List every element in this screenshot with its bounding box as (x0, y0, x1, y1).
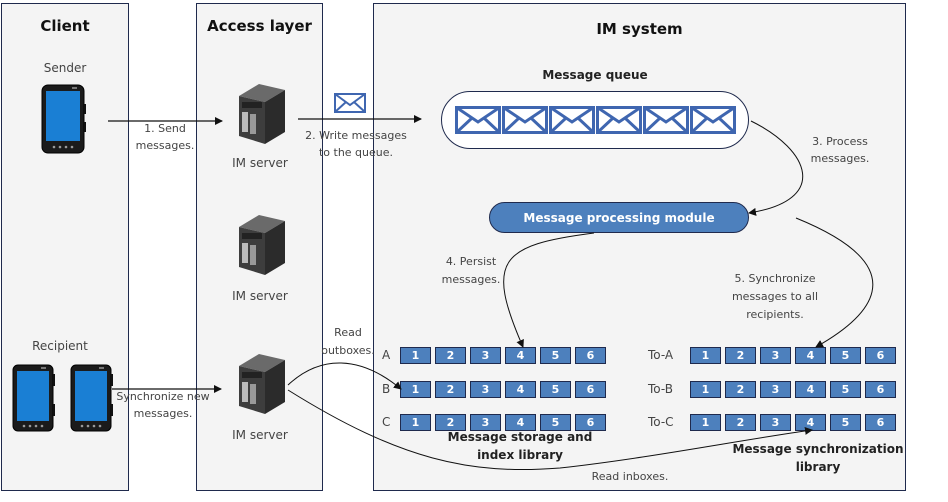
storage-message-cell: 2 (435, 381, 466, 398)
step-3-label-line2: messages. (810, 152, 870, 165)
step-5-label-line2: messages to all (731, 290, 819, 303)
sync-message-cell: 2 (725, 381, 756, 398)
sync-message-cell: 6 (865, 347, 896, 364)
sync-message-cell: 3 (760, 414, 791, 431)
storage-message-cell: 6 (575, 347, 606, 364)
storage-message-cell: 4 (505, 381, 536, 398)
queued-message-envelope-icon (642, 106, 689, 134)
recipient-phone-icon-1 (12, 364, 56, 436)
sync-message-cell: 2 (725, 347, 756, 364)
sync-new-label-line1: Synchronize new (116, 390, 210, 403)
queued-message-envelope-icon (689, 106, 736, 134)
sync-message-cell: 6 (865, 381, 896, 398)
step-3-label-line1: 3. Process (812, 135, 868, 148)
sync-message-cell: 4 (795, 347, 826, 364)
sync-library-title-line1: Message synchronization (732, 442, 904, 456)
step-4-label-line1: 4. Persist (445, 255, 497, 268)
storage-message-cell: 3 (470, 347, 501, 364)
read-outboxes-label-line2: outboxes. (321, 344, 375, 357)
storage-message-cell: 1 (400, 347, 431, 364)
sync-message-cell: 3 (760, 347, 791, 364)
read-inboxes-label: Read inboxes. (591, 470, 669, 483)
recipient-phone-icon-2 (70, 364, 114, 436)
im-server-label-1: IM server (232, 156, 288, 170)
step-2-label-line1: 2. Write messages (305, 129, 407, 142)
storage-message-cell: 1 (400, 381, 431, 398)
message-processing-module: Message processing module (489, 202, 749, 233)
sync-message-cell: 4 (795, 381, 826, 398)
sync-message-cell: 6 (865, 414, 896, 431)
message-processing-module-label: Message processing module (523, 210, 715, 225)
storage-row-label: B (382, 382, 391, 396)
im-server-label-3: IM server (232, 428, 288, 442)
read-outboxes-label-line1: Read (334, 326, 362, 339)
sync-message-cell: 1 (690, 414, 721, 431)
queued-message-envelope-icon (454, 106, 501, 134)
recipient-label: Recipient (32, 339, 88, 353)
storage-message-cell: 3 (470, 381, 501, 398)
sync-row-label: To-C (648, 415, 674, 429)
message-queue (441, 91, 749, 149)
storage-message-cell: 5 (540, 347, 571, 364)
message-queue-title: Message queue (542, 68, 648, 82)
step-4-label-line2: messages. (441, 273, 501, 286)
sync-message-cell: 5 (830, 347, 861, 364)
im-server-label-2: IM server (232, 289, 288, 303)
im-server-icon-3 (235, 352, 287, 418)
queued-message-envelope-icon (595, 106, 642, 134)
im-server-icon-1 (235, 82, 287, 148)
envelope-icon (334, 93, 366, 117)
step-1-label-line2: messages. (135, 139, 195, 152)
sender-phone-icon (41, 84, 87, 158)
sync-message-cell: 5 (830, 414, 861, 431)
storage-message-cell: 5 (540, 381, 571, 398)
sync-message-cell: 2 (725, 414, 756, 431)
sync-message-cell: 1 (690, 347, 721, 364)
storage-message-cell: 6 (575, 381, 606, 398)
storage-row-label: C (382, 415, 391, 429)
sync-message-cell: 5 (830, 381, 861, 398)
sync-message-cell: 3 (760, 381, 791, 398)
queued-message-envelope-icon (548, 106, 595, 134)
im-system-panel-title: IM system (596, 20, 683, 38)
storage-message-cell: 4 (505, 347, 536, 364)
im-server-icon-2 (235, 213, 287, 279)
step-2-label-line2: to the queue. (318, 146, 394, 159)
step-5-label-line3: recipients. (746, 308, 804, 321)
storage-row-label: A (382, 348, 391, 362)
storage-library-title-line1: Message storage and (447, 430, 593, 444)
sender-label: Sender (43, 61, 87, 75)
sync-row-label: To-B (648, 382, 673, 396)
sync-new-label-line2: messages. (133, 407, 193, 420)
storage-message-cell: 2 (435, 347, 466, 364)
storage-library-title-line2: index library (477, 448, 563, 462)
sync-library-title-line2: library (795, 460, 841, 474)
step-5-label-line1: 5. Synchronize (734, 272, 816, 285)
client-panel-title: Client (40, 17, 90, 35)
step-1-label-line1: 1. Send (144, 122, 186, 135)
sync-message-cell: 1 (690, 381, 721, 398)
sync-row-label: To-A (648, 348, 674, 362)
access-layer-panel-title: Access layer (207, 17, 312, 35)
storage-message-cell: 1 (400, 414, 431, 431)
sync-message-cell: 4 (795, 414, 826, 431)
queued-message-envelope-icon (501, 106, 548, 134)
